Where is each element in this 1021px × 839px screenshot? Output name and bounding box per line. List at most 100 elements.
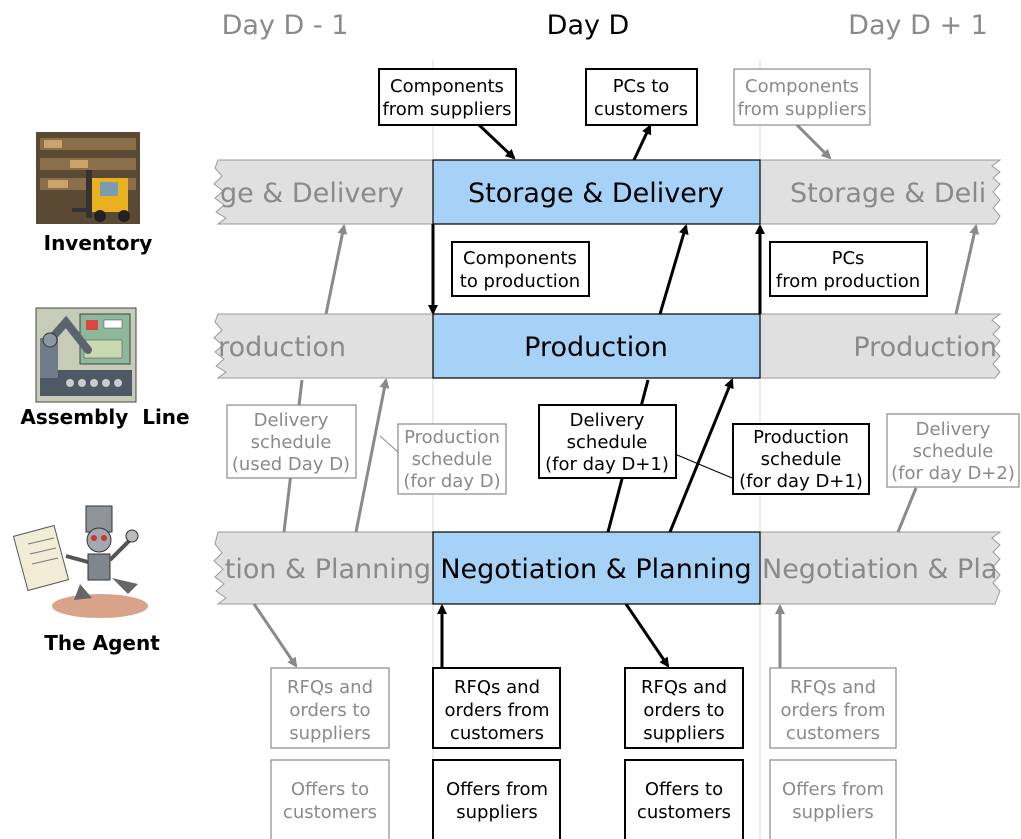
box-line: Delivery bbox=[570, 410, 645, 431]
box-line: orders to bbox=[289, 700, 370, 721]
box-offers-suppliers-right: Offers from suppliers bbox=[769, 759, 897, 839]
band-storage-right-label: Storage & Deli bbox=[790, 178, 986, 209]
agent-robot-icon bbox=[12, 505, 148, 618]
box-line: schedule bbox=[412, 449, 493, 470]
box-pcs-customers: PCs to customers bbox=[585, 68, 698, 126]
box-line: (for day D) bbox=[403, 471, 500, 492]
box-delivery-used: Delivery schedule (used Day D) bbox=[226, 404, 357, 479]
box-offers-suppliers-center: Offers from suppliers bbox=[432, 759, 561, 839]
arrow-gray-production-to-storage-right bbox=[954, 224, 980, 315]
arrow-gray-negotiation-to-production-right bbox=[896, 487, 918, 533]
band-storage-center-label: Storage & Delivery bbox=[468, 178, 724, 209]
box-offers-customers-center: Offers to customers bbox=[624, 759, 744, 839]
day-current-label: Day D bbox=[547, 10, 630, 41]
box-line: Components bbox=[745, 76, 859, 97]
band-negotiation-right-label: Negotiation & Pla bbox=[762, 554, 997, 585]
box-line: orders to bbox=[643, 700, 724, 721]
band-negotiation-center-label: Negotiation & Planning bbox=[440, 554, 751, 585]
band-storage-left-label: ge & Delivery bbox=[220, 178, 404, 209]
band-production-current bbox=[432, 313, 761, 379]
box-delivery-d1: Delivery schedule (for day D+1) bbox=[538, 404, 677, 479]
box-line: (used Day D) bbox=[232, 454, 350, 475]
box-line: Offers from bbox=[446, 779, 548, 800]
box-rfq-to-suppliers-center: RFQs and orders to suppliers bbox=[624, 667, 744, 749]
actor-assembly-label: Assembly Line bbox=[20, 405, 189, 429]
box-rfq-from-customers-right: RFQs and orders from customers bbox=[769, 667, 897, 749]
robot-arm-icon bbox=[35, 307, 137, 403]
arrow-storage-to-pcs bbox=[632, 124, 652, 161]
arrow-negotiation-to-production-next bbox=[668, 378, 734, 533]
box-comp-suppliers-center: Components from suppliers bbox=[378, 68, 517, 126]
box-line: customers bbox=[637, 802, 731, 823]
box-line: RFQs and bbox=[790, 677, 876, 698]
box-line: Production bbox=[753, 427, 849, 448]
box-line: (for day D+1) bbox=[739, 471, 863, 492]
box-line: orders from bbox=[781, 700, 886, 721]
box-line: Components bbox=[463, 248, 577, 269]
arrow-comp-suppliers-to-storage bbox=[476, 122, 516, 160]
box-pcs-from-production: PCs from production bbox=[769, 241, 928, 297]
box-line: orders from bbox=[445, 700, 550, 721]
band-negotiation-left-label: tion & Planning bbox=[225, 554, 431, 585]
box-line: schedule bbox=[761, 449, 842, 470]
box-offers-customers-left: Offers to customers bbox=[270, 759, 390, 839]
box-rfq-to-suppliers-left: RFQs and orders to suppliers bbox=[270, 667, 390, 749]
band-production-center-label: Production bbox=[524, 332, 668, 363]
day-prev-label: Day D - 1 bbox=[222, 10, 349, 41]
actor-agent-label: The Agent bbox=[44, 631, 160, 655]
arrow-gray-negotiation-to-production-left-b bbox=[354, 378, 390, 533]
band-storage-current bbox=[432, 159, 761, 225]
box-line: PCs bbox=[832, 248, 865, 269]
actor-inventory-label: Inventory bbox=[44, 231, 153, 255]
day-next-label: Day D + 1 bbox=[848, 10, 988, 41]
band-storage: ge & Delivery Storage & Delivery Storage… bbox=[213, 159, 1002, 225]
arrow-production-to-storage-center bbox=[658, 224, 689, 315]
box-line: suppliers bbox=[289, 723, 371, 744]
arrow-gray-production-to-storage-left bbox=[324, 224, 348, 315]
box-line: Offers from bbox=[782, 779, 884, 800]
box-line: suppliers bbox=[792, 802, 874, 823]
box-line: suppliers bbox=[456, 802, 538, 823]
box-line: Offers to bbox=[645, 779, 723, 800]
box-line: customers bbox=[786, 723, 880, 744]
box-line: Offers to bbox=[291, 779, 369, 800]
forklift-icon bbox=[36, 132, 140, 224]
box-line: from production bbox=[776, 271, 920, 292]
box-line: (for day D+2) bbox=[891, 463, 1015, 484]
band-production-right-label: Production bbox=[853, 332, 997, 363]
box-line: PCs to bbox=[613, 76, 670, 97]
box-line: Delivery bbox=[254, 410, 329, 431]
leader-delivery-d1 bbox=[669, 451, 733, 479]
band-negotiation: tion & Planning Negotiation & Planning N… bbox=[213, 531, 1002, 605]
box-line: to production bbox=[460, 271, 580, 292]
box-line: schedule bbox=[913, 441, 994, 462]
box-line: RFQs and bbox=[454, 677, 540, 698]
band-production: roduction Production Production bbox=[213, 313, 1002, 379]
box-line: schedule bbox=[251, 432, 332, 453]
box-delivery-d2: Delivery schedule (for day D+2) bbox=[886, 413, 1020, 488]
box-line: customers bbox=[450, 723, 544, 744]
box-prod-sched-d: Production schedule (for day D) bbox=[397, 423, 507, 495]
leader-prod-sched-d bbox=[379, 435, 399, 453]
box-line: from suppliers bbox=[382, 99, 511, 120]
box-prod-sched-d1: Production schedule (for day D+1) bbox=[732, 423, 870, 495]
box-line: customers bbox=[283, 802, 377, 823]
box-line: Components bbox=[390, 76, 504, 97]
box-line: RFQs and bbox=[287, 677, 373, 698]
box-line: from suppliers bbox=[737, 99, 866, 120]
arrow-gray-negotiation-to-rfq-left bbox=[252, 603, 298, 668]
box-line: Production bbox=[404, 427, 500, 448]
box-comp-production: Components to production bbox=[451, 241, 590, 297]
box-line: suppliers bbox=[643, 723, 725, 744]
box-line: schedule bbox=[567, 432, 648, 453]
box-line: RFQs and bbox=[641, 677, 727, 698]
arrow-negotiation-to-rfq-suppliers bbox=[624, 603, 670, 668]
box-comp-suppliers-right: Components from suppliers bbox=[733, 68, 871, 126]
arrow-gray-comp-suppliers-right bbox=[794, 122, 832, 160]
box-line: (for day D+1) bbox=[545, 454, 669, 475]
band-negotiation-current bbox=[432, 531, 761, 605]
box-line: Delivery bbox=[916, 419, 991, 440]
band-production-left-label: roduction bbox=[218, 332, 346, 363]
box-rfq-from-customers-center: RFQs and orders from customers bbox=[432, 667, 561, 749]
